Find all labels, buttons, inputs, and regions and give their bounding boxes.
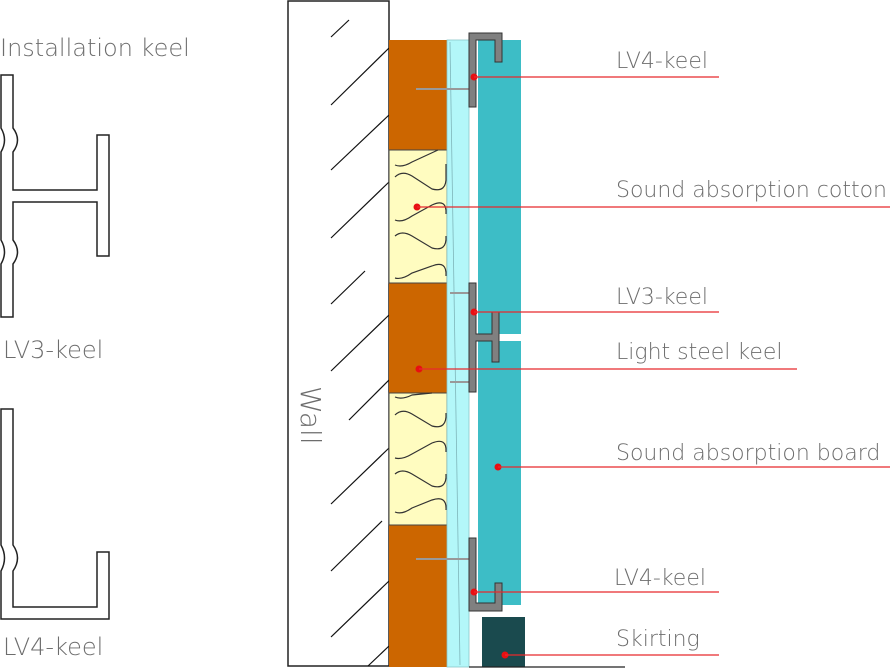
svg-text:LV4-keel: LV4-keel [614, 566, 706, 591]
skirting [482, 617, 525, 667]
svg-text:Sound absorption cotton: Sound absorption cotton [616, 178, 887, 203]
callout-lv4-top: LV4-keel [470, 49, 719, 81]
lv4-profile-label: LV4-keel [3, 633, 103, 661]
svg-text:LV3-keel: LV3-keel [616, 285, 708, 310]
svg-text:Sound absorption board: Sound absorption board [616, 441, 880, 466]
installation-keel-title: Installation keel [0, 34, 190, 62]
lv4-profile-drawing [0, 408, 110, 620]
wall [287, 0, 390, 667]
lv3-profile-label: LV3-keel [3, 336, 103, 364]
svg-text:LV4-keel: LV4-keel [616, 49, 708, 74]
lv4-keel-bottom [468, 537, 503, 612]
lv3-keel [468, 282, 500, 393]
callout-skirting: Skirting [501, 627, 719, 659]
light-steel-keel-layer [389, 40, 447, 667]
svg-text:Light steel keel: Light steel keel [616, 340, 783, 365]
wall-hatching [330, 19, 390, 667]
lv3-profile-drawing [0, 74, 110, 318]
svg-text:Skirting: Skirting [616, 627, 700, 652]
callout-board: Sound absorption board [494, 441, 890, 471]
callout-light-steel-keel: Light steel keel [415, 340, 797, 373]
gap-layer [446, 39, 470, 668]
sound-absorption-cotton-layer [388, 149, 448, 526]
callout-lv4-bottom: LV4-keel [470, 566, 719, 596]
callout-cotton: Sound absorption cotton [413, 178, 890, 211]
wall-label: Wall [294, 386, 327, 445]
lv4-keel-top [468, 32, 503, 108]
sound-absorption-board-layer [478, 40, 521, 605]
callout-lv3: LV3-keel [470, 285, 719, 316]
